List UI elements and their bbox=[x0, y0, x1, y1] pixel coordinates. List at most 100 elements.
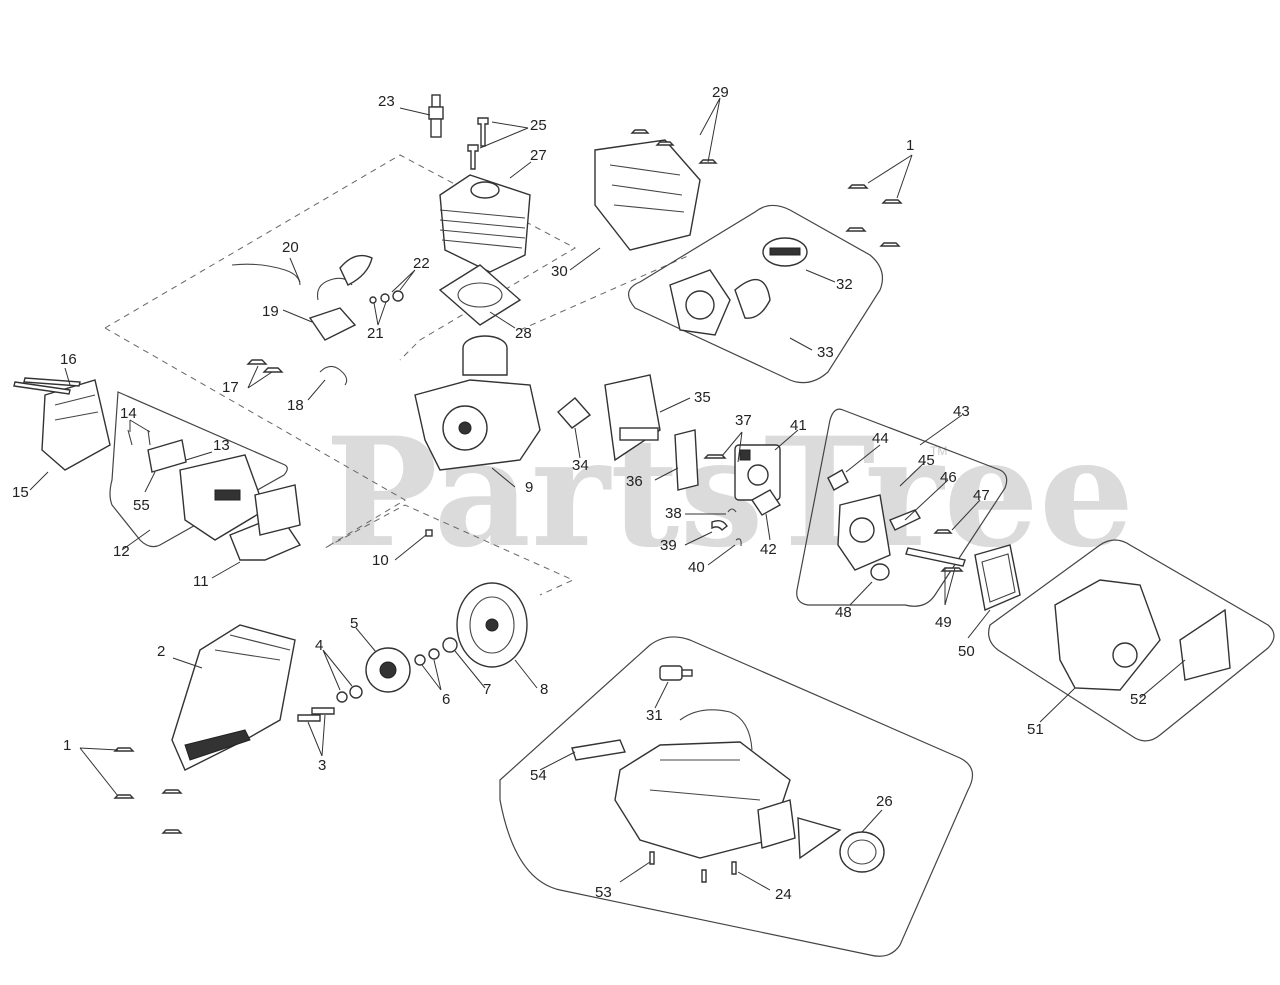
callout-12: 12 bbox=[113, 543, 130, 560]
clutch bbox=[365, 647, 411, 693]
callout-15: 15 bbox=[12, 484, 29, 501]
callout-28: 28 bbox=[515, 325, 532, 342]
muffler-group bbox=[109, 391, 288, 548]
ground-wire bbox=[319, 365, 348, 386]
muffler-screws bbox=[127, 429, 151, 446]
callout-21: 21 bbox=[367, 325, 384, 342]
callout-17: 17 bbox=[222, 379, 239, 396]
washer-4b bbox=[349, 685, 363, 699]
callout-8: 8 bbox=[540, 681, 548, 698]
muffler-gasket bbox=[254, 484, 301, 536]
muffler bbox=[179, 454, 266, 541]
air-filter bbox=[974, 544, 1021, 611]
callout-numbers: 1 1 2 3 4 5 6 7 8 9 10 11 12 13 14 15 16… bbox=[12, 84, 1147, 903]
side-cover-bolts bbox=[13, 377, 81, 395]
primer-bulb bbox=[870, 563, 890, 581]
crankcase bbox=[414, 335, 541, 471]
flywheel-key bbox=[425, 529, 433, 537]
callout-45: 45 bbox=[918, 452, 935, 469]
callout-52: 52 bbox=[1130, 691, 1147, 708]
callout-49: 49 bbox=[935, 614, 952, 631]
callout-19: 19 bbox=[262, 303, 279, 320]
washer-6b bbox=[428, 648, 440, 660]
cylinder-gasket bbox=[438, 264, 522, 326]
callout-46: 46 bbox=[940, 469, 957, 486]
callout-44: 44 bbox=[872, 430, 889, 447]
callout-5: 5 bbox=[350, 615, 358, 632]
tank-neck bbox=[757, 799, 796, 849]
side-cover bbox=[41, 379, 111, 471]
engine-group-dashed-outline bbox=[104, 154, 577, 361]
air-cover-group bbox=[988, 539, 1275, 742]
callout-14: 14 bbox=[120, 405, 137, 422]
fuel-line-elbow bbox=[711, 519, 728, 531]
callout-37: 37 bbox=[735, 412, 752, 429]
base-screw bbox=[933, 529, 953, 534]
choke-link bbox=[827, 469, 849, 491]
washers bbox=[369, 290, 404, 304]
callout-42: 42 bbox=[760, 541, 777, 558]
callout-43: 43 bbox=[953, 403, 970, 420]
recoil-dashed-link bbox=[519, 254, 691, 331]
callout-36: 36 bbox=[626, 473, 643, 490]
cover-screws-left bbox=[113, 747, 183, 834]
callout-27: 27 bbox=[530, 147, 547, 164]
callout-4: 4 bbox=[315, 637, 323, 654]
base-bolts bbox=[905, 547, 966, 572]
callout-20: 20 bbox=[282, 239, 299, 256]
air-cleaner-cover bbox=[1054, 579, 1161, 691]
recoil-starter-group bbox=[628, 204, 883, 384]
callout-39: 39 bbox=[660, 537, 677, 554]
muffler-screen bbox=[147, 439, 187, 473]
tank-screws bbox=[649, 851, 737, 883]
carb-gasket bbox=[750, 489, 782, 516]
callout-6: 6 bbox=[442, 691, 450, 708]
callout-26: 26 bbox=[876, 793, 893, 810]
carb-ring bbox=[735, 538, 742, 547]
cylinder-bolts bbox=[467, 117, 489, 170]
callout-13: 13 bbox=[213, 437, 230, 454]
callout-22: 22 bbox=[413, 255, 430, 272]
callout-1-left: 1 bbox=[63, 737, 71, 754]
washer-6a bbox=[414, 654, 426, 666]
clutch-bolts bbox=[297, 707, 335, 722]
callout-10: 10 bbox=[372, 552, 389, 569]
callout-54: 54 bbox=[530, 767, 547, 784]
carburetor bbox=[734, 444, 781, 501]
callout-11: 11 bbox=[193, 573, 209, 590]
fuel-cap bbox=[839, 831, 885, 873]
callout-23: 23 bbox=[378, 93, 395, 110]
carb-clip bbox=[727, 508, 737, 513]
callout-48: 48 bbox=[835, 604, 852, 621]
flywheel bbox=[456, 582, 528, 668]
watermark-trademark: TM bbox=[930, 444, 947, 458]
callout-34: 34 bbox=[572, 457, 589, 474]
callout-2: 2 bbox=[157, 643, 165, 660]
callout-18: 18 bbox=[287, 397, 304, 414]
washer-4a bbox=[336, 691, 348, 703]
cylinder bbox=[439, 174, 531, 273]
leader-lines bbox=[29, 97, 1186, 891]
callout-55: 55 bbox=[133, 497, 150, 514]
engine-cover bbox=[171, 624, 296, 771]
engine-group-dashed-outline-lower bbox=[104, 327, 575, 596]
carb-screw bbox=[703, 454, 727, 459]
callout-7: 7 bbox=[483, 681, 491, 698]
callout-31: 31 bbox=[646, 707, 663, 724]
cap-strap bbox=[797, 817, 842, 860]
callout-35: 35 bbox=[694, 389, 711, 406]
recoil-label bbox=[762, 237, 808, 267]
cover-decal bbox=[1179, 608, 1231, 681]
fuel-tank-group bbox=[499, 636, 974, 957]
callout-29: 29 bbox=[712, 84, 729, 101]
callout-3: 3 bbox=[318, 757, 326, 774]
callout-41: 41 bbox=[790, 417, 807, 434]
spark-plug bbox=[428, 94, 444, 138]
ignition-coil bbox=[231, 254, 373, 341]
callout-38: 38 bbox=[665, 505, 682, 522]
air-cleaner-group bbox=[796, 408, 1008, 607]
callout-25: 25 bbox=[530, 117, 547, 134]
callout-47: 47 bbox=[973, 487, 990, 504]
